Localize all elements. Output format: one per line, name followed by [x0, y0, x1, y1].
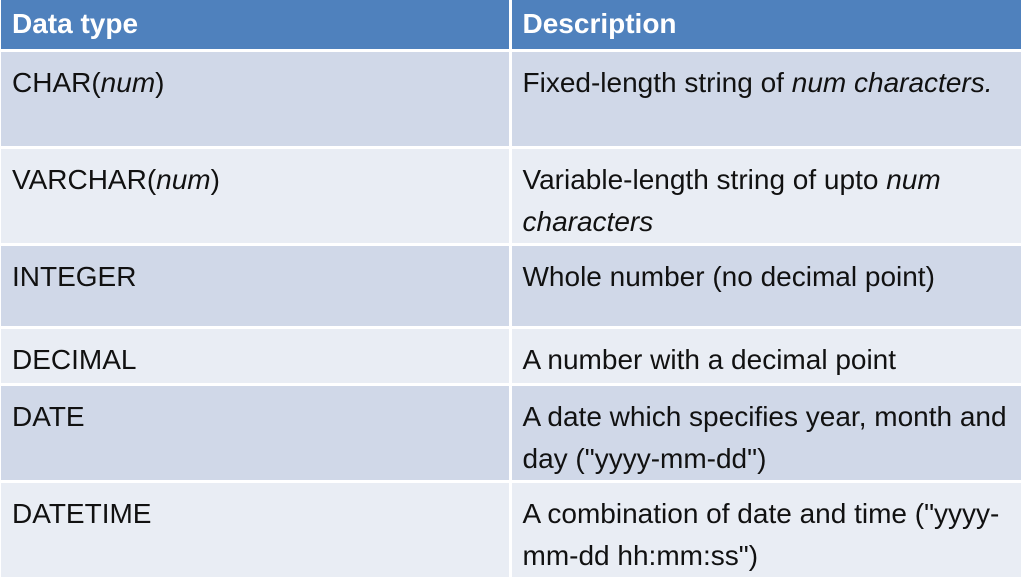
table-row: DATETIME A combination of date and time …	[1, 479, 1021, 577]
table-row: DECIMAL A number with a decimal point	[1, 325, 1021, 384]
description-text: Fixed-length string of	[522, 66, 792, 98]
description-cell: Variable-length string of upto num chara…	[508, 145, 1021, 244]
type-param: num	[156, 163, 211, 195]
description-cell: A number with a decimal point	[508, 325, 1021, 384]
description-cell: A combination of date and time ("yyyy-mm…	[508, 479, 1021, 577]
type-name: CHAR(	[12, 66, 101, 98]
table-row: INTEGER Whole number (no decimal point)	[1, 242, 1021, 327]
type-cell: DATE	[1, 382, 510, 481]
table-row: CHAR(num) Fixed-length string of num cha…	[1, 48, 1021, 147]
type-cell: DECIMAL	[1, 325, 510, 384]
header-description: Description	[508, 0, 1021, 50]
description-param: num	[886, 163, 941, 195]
description-tail: characters.	[846, 66, 993, 98]
description-cell: A date which specifies year, month and d…	[508, 382, 1021, 481]
table-row: VARCHAR(num) Variable-length string of u…	[1, 145, 1021, 244]
description-cell: Fixed-length string of num characters.	[508, 48, 1021, 147]
table-row: DATE A date which specifies year, month …	[1, 382, 1021, 481]
description-cell: Whole number (no decimal point)	[508, 242, 1021, 327]
type-close: )	[210, 163, 220, 195]
header-data-type: Data type	[1, 0, 510, 50]
type-cell: CHAR(num)	[1, 48, 510, 147]
type-name: VARCHAR(	[12, 163, 157, 195]
type-cell: DATETIME	[1, 479, 510, 577]
description-tail: characters	[522, 205, 654, 237]
table-header-row: Data type Description	[1, 0, 1021, 50]
description-text: Variable-length string of upto	[522, 163, 887, 195]
type-close: )	[155, 66, 165, 98]
type-cell: VARCHAR(num)	[1, 145, 510, 244]
type-cell: INTEGER	[1, 242, 510, 327]
type-param: num	[100, 66, 156, 98]
description-param: num	[791, 66, 847, 98]
